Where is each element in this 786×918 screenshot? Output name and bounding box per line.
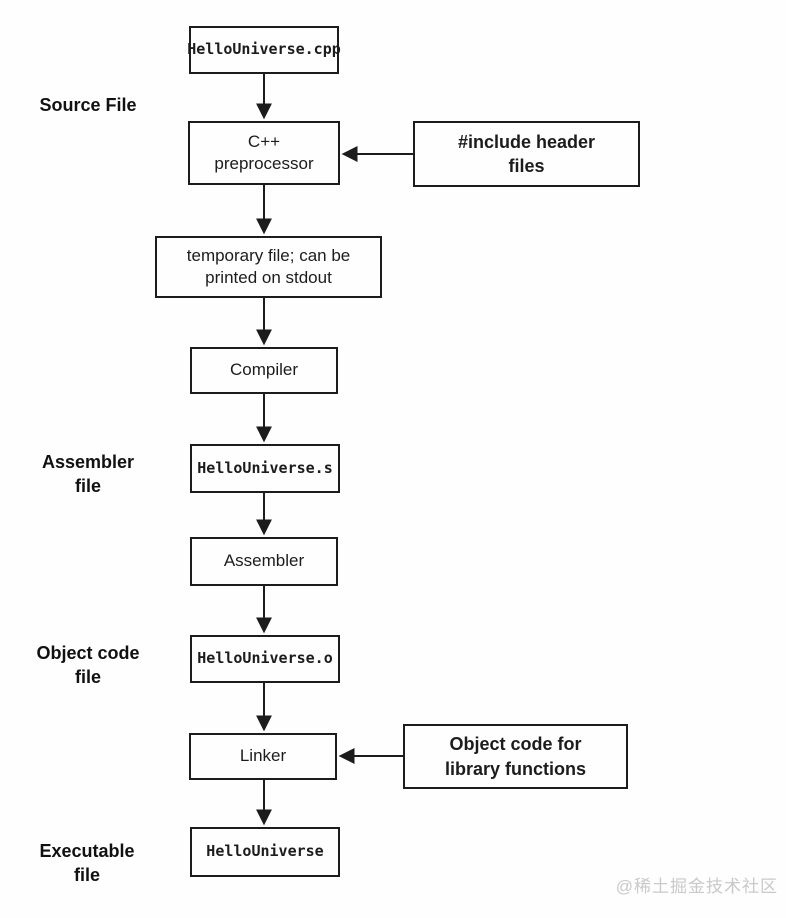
node-assembler-file: HelloUniverse.s bbox=[190, 444, 340, 493]
node-linker: Linker bbox=[189, 733, 337, 780]
node-executable: HelloUniverse bbox=[190, 827, 340, 877]
node-assembler: Assembler bbox=[190, 537, 338, 586]
node-object-file: HelloUniverse.o bbox=[190, 635, 340, 683]
node-compiler: Compiler bbox=[190, 347, 338, 394]
node-temp-file: temporary file; can be printed on stdout bbox=[155, 236, 382, 298]
label-executable-file: Executable file bbox=[39, 841, 135, 885]
node-preprocessor: C++ preprocessor bbox=[188, 121, 340, 185]
label-object-code-file: Object code file bbox=[36, 643, 140, 687]
node-library-object-code: Object code for library functions bbox=[403, 724, 628, 789]
node-source-file: HelloUniverse.cpp bbox=[187, 26, 341, 74]
label-assembler-file: Assembler file bbox=[41, 452, 135, 496]
label-source-file: Source File bbox=[39, 95, 137, 115]
watermark: @稀土掘金技术社区 bbox=[615, 877, 778, 896]
node-include-headers: #include header files bbox=[413, 121, 640, 187]
